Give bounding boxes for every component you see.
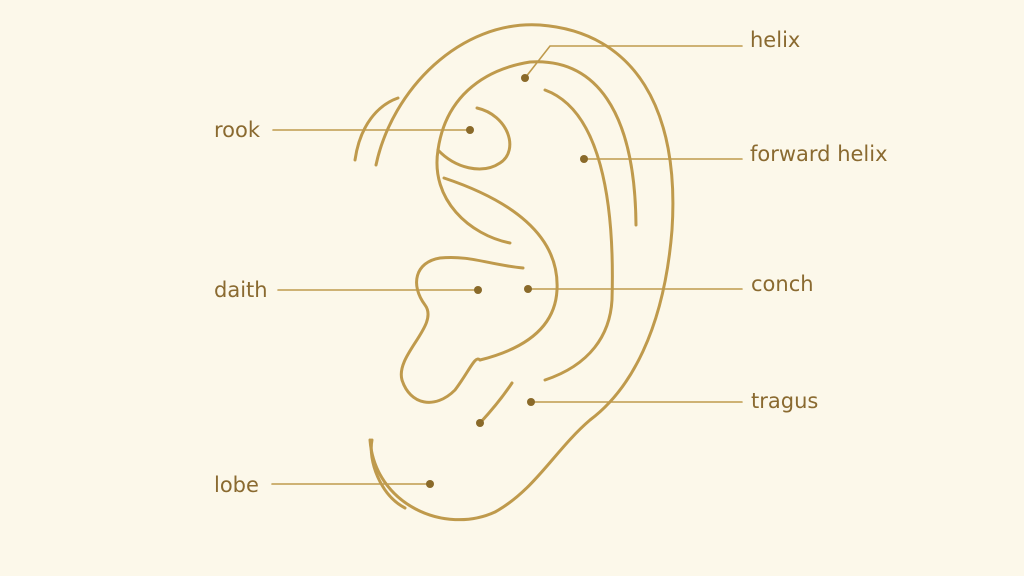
inner-helix-edge	[436, 60, 638, 227]
rook-point	[466, 126, 474, 134]
ear-outline-group	[353, 23, 675, 522]
label-forward-helix: forward helix	[750, 142, 888, 166]
leader-helix	[524, 45, 743, 79]
antihelix-band	[435, 148, 512, 245]
label-helix: helix	[750, 28, 801, 52]
daith-point	[474, 286, 482, 294]
helix-curl	[353, 96, 400, 162]
helix-point	[521, 74, 529, 82]
label-rook: rook	[214, 118, 261, 142]
leader-lines	[271, 45, 743, 485]
forward-helix-fold	[543, 88, 614, 382]
label-lobe: lobe	[214, 473, 259, 497]
label-conch: conch	[751, 272, 814, 296]
tragus-ridge	[478, 381, 514, 425]
label-daith: daith	[214, 278, 268, 302]
label-tragus: tragus	[751, 389, 819, 413]
conch-point	[524, 285, 532, 293]
outer-helix-rim	[368, 23, 675, 522]
rook-ridge	[436, 106, 512, 171]
lobe-edge	[369, 438, 407, 510]
concha-bowl	[399, 255, 525, 404]
forward-helix-point	[580, 155, 588, 163]
lobe-point	[426, 480, 434, 488]
antihelix-inner	[442, 176, 559, 362]
tragus-point	[527, 398, 535, 406]
tragus-lower-point	[476, 419, 484, 427]
piercing-points	[426, 74, 588, 488]
